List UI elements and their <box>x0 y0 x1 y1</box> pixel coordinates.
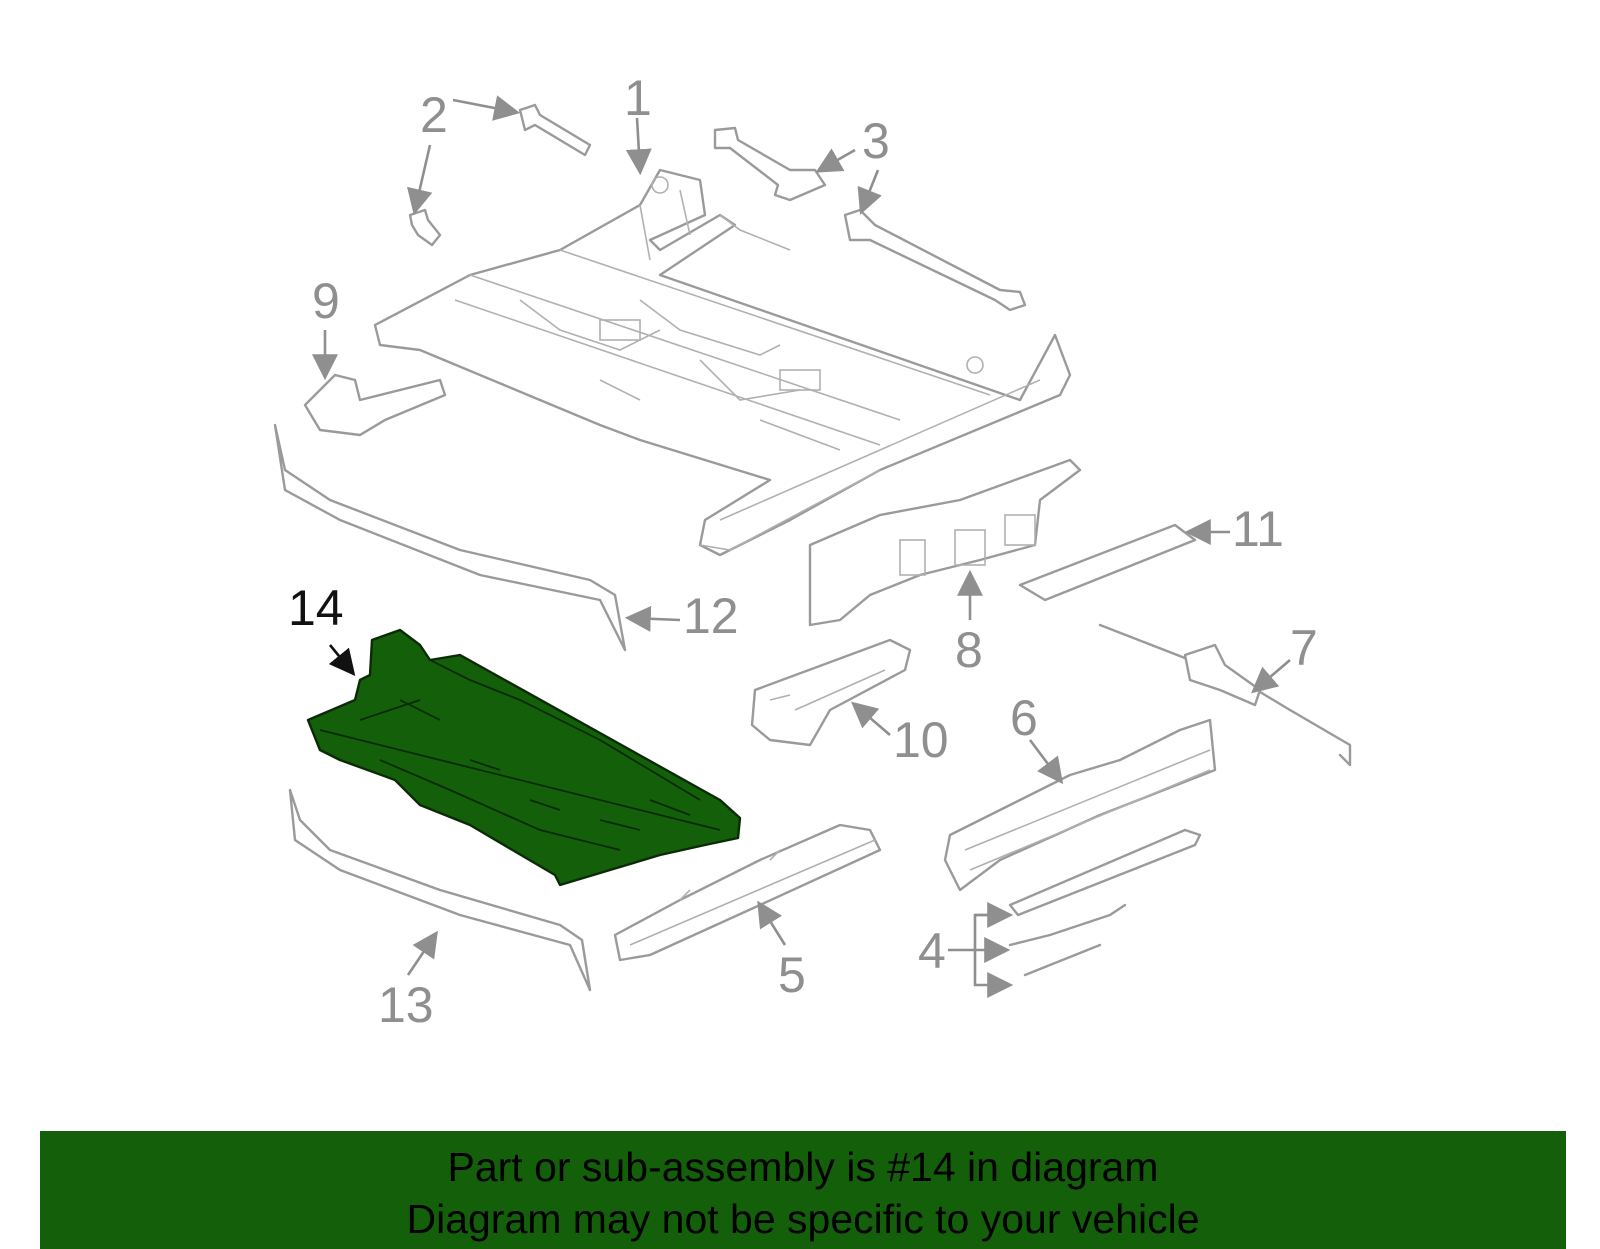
hinge-cover <box>303 373 447 437</box>
height-adjuster <box>713 126 1027 312</box>
release-cable <box>1098 623 1352 767</box>
callout-11: 11 <box>1232 501 1284 557</box>
callout-7: 7 <box>1290 620 1318 676</box>
side-trim-upper <box>273 423 627 652</box>
seat-track-left <box>613 823 882 962</box>
callout-14: 14 <box>288 580 344 636</box>
callout-4: 4 <box>918 923 946 979</box>
callout-3: 3 <box>862 113 890 169</box>
callout-12: 12 <box>683 588 739 644</box>
parts-diagram: 1 2 3 4 5 6 7 8 9 10 11 12 13 14 <box>273 70 1352 1033</box>
callout-9: 9 <box>312 273 340 329</box>
callout-5: 5 <box>778 947 806 1003</box>
banner-line-2: Diagram may not be specific to your vehi… <box>406 1196 1200 1242</box>
callout-13: 13 <box>378 977 434 1033</box>
callout-1: 1 <box>624 70 652 126</box>
track-motor <box>808 458 1082 627</box>
seat-pan-highlighted <box>306 628 742 887</box>
track-cover <box>1018 523 1197 602</box>
seat-frame <box>373 168 1072 557</box>
seat-track-right <box>943 718 1217 892</box>
springs-kit <box>1008 828 1202 977</box>
side-trim-lower <box>288 788 592 992</box>
callout-10: 10 <box>893 712 949 768</box>
callout-8: 8 <box>955 622 983 678</box>
banner-line-1: Part or sub-assembly is #14 in diagram <box>447 1144 1159 1190</box>
callout-6: 6 <box>1010 690 1038 746</box>
info-banner: Part or sub-assembly is #14 in diagram D… <box>40 1131 1566 1249</box>
callout-2: 2 <box>420 87 448 143</box>
bracket <box>750 638 912 747</box>
